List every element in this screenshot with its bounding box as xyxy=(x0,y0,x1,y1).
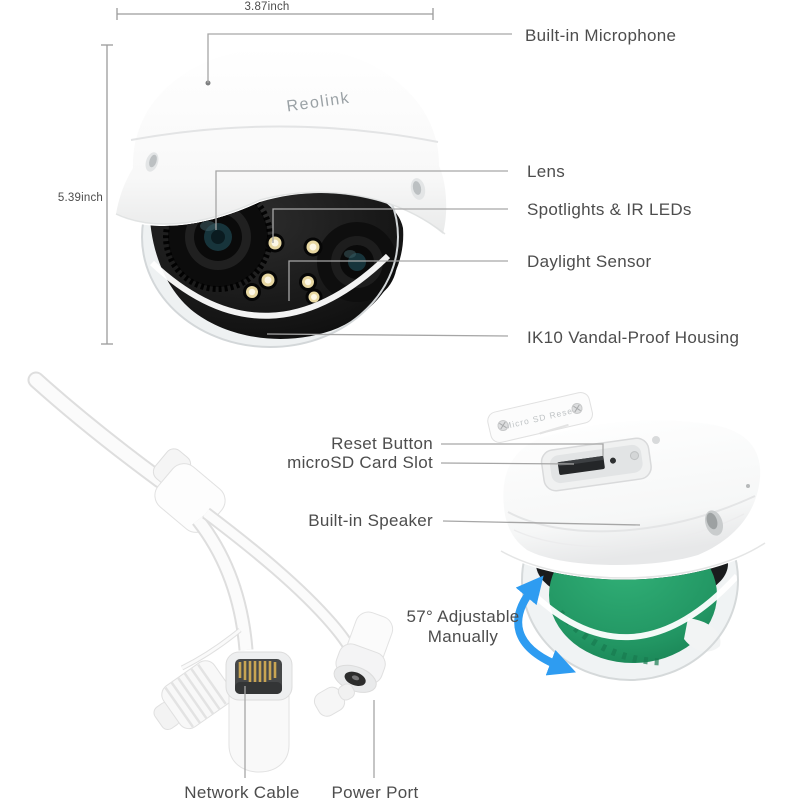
dome-glass-highlight xyxy=(149,253,391,319)
cables-illustration xyxy=(27,371,394,773)
callout-housing: IK10 Vandal-Proof Housing xyxy=(527,328,740,347)
callout-adjustable: 57° Adjustable Manually xyxy=(398,607,528,647)
line-daylight xyxy=(288,260,508,301)
lens-left-pupil xyxy=(211,230,225,244)
side-mount-hole-inner xyxy=(706,512,718,530)
power-cap xyxy=(313,683,355,717)
reset-pinhole xyxy=(609,457,616,464)
cover-plate: Micro SD Reset xyxy=(487,391,593,443)
callout-daylight-sensor: Daylight Sensor xyxy=(527,252,652,271)
callout-spotlights: Spotlights & IR LEDs xyxy=(527,200,692,219)
callout-network-cable: Network Cable xyxy=(184,783,300,800)
callout-reset-button: Reset Button xyxy=(331,434,433,453)
callout-power-port: Power Port xyxy=(331,783,419,800)
screw-hole xyxy=(652,436,660,444)
adjust-arrow xyxy=(514,575,576,676)
callout-lens: Lens xyxy=(527,162,566,181)
callout-adjustable-line1: 57° Adjustable xyxy=(406,607,520,626)
spotlight-leds xyxy=(243,233,323,306)
callout-lines xyxy=(207,33,641,778)
callout-microphone: Built-in Microphone xyxy=(525,26,677,45)
line-spotlights xyxy=(272,208,508,243)
line-reset xyxy=(441,443,604,456)
callout-adjustable-line2: Manually xyxy=(427,627,499,646)
green-notch xyxy=(684,618,721,652)
lens-left-highlight xyxy=(200,221,216,231)
dome-glass-rim xyxy=(141,193,399,348)
network-connector xyxy=(225,651,293,773)
callout-speaker: Built-in Speaker xyxy=(308,511,433,530)
camera-front-illustration: Reolink xyxy=(115,45,447,348)
width-dimension-label: 3.87inch xyxy=(244,1,290,13)
line-microsd xyxy=(440,462,575,465)
camera-front-seam xyxy=(130,125,439,143)
height-dimension-label: 5.39inch xyxy=(57,192,103,204)
mount-hole-right-inner xyxy=(412,181,422,195)
dimension-lines xyxy=(101,8,434,345)
waterproof-cap xyxy=(153,660,234,731)
callout-microsd-slot: microSD Card Slot xyxy=(287,453,433,472)
skirt-edge xyxy=(115,191,446,235)
line-microphone xyxy=(207,33,512,83)
line-housing xyxy=(266,333,509,337)
line-speaker xyxy=(442,520,641,526)
side-skirt-edge xyxy=(500,542,766,579)
power-connector xyxy=(333,611,394,693)
lens-right-highlight xyxy=(344,250,356,258)
camera-front-body xyxy=(116,45,447,234)
line-lens xyxy=(215,170,508,230)
mount-hole-left-inner xyxy=(149,154,157,168)
